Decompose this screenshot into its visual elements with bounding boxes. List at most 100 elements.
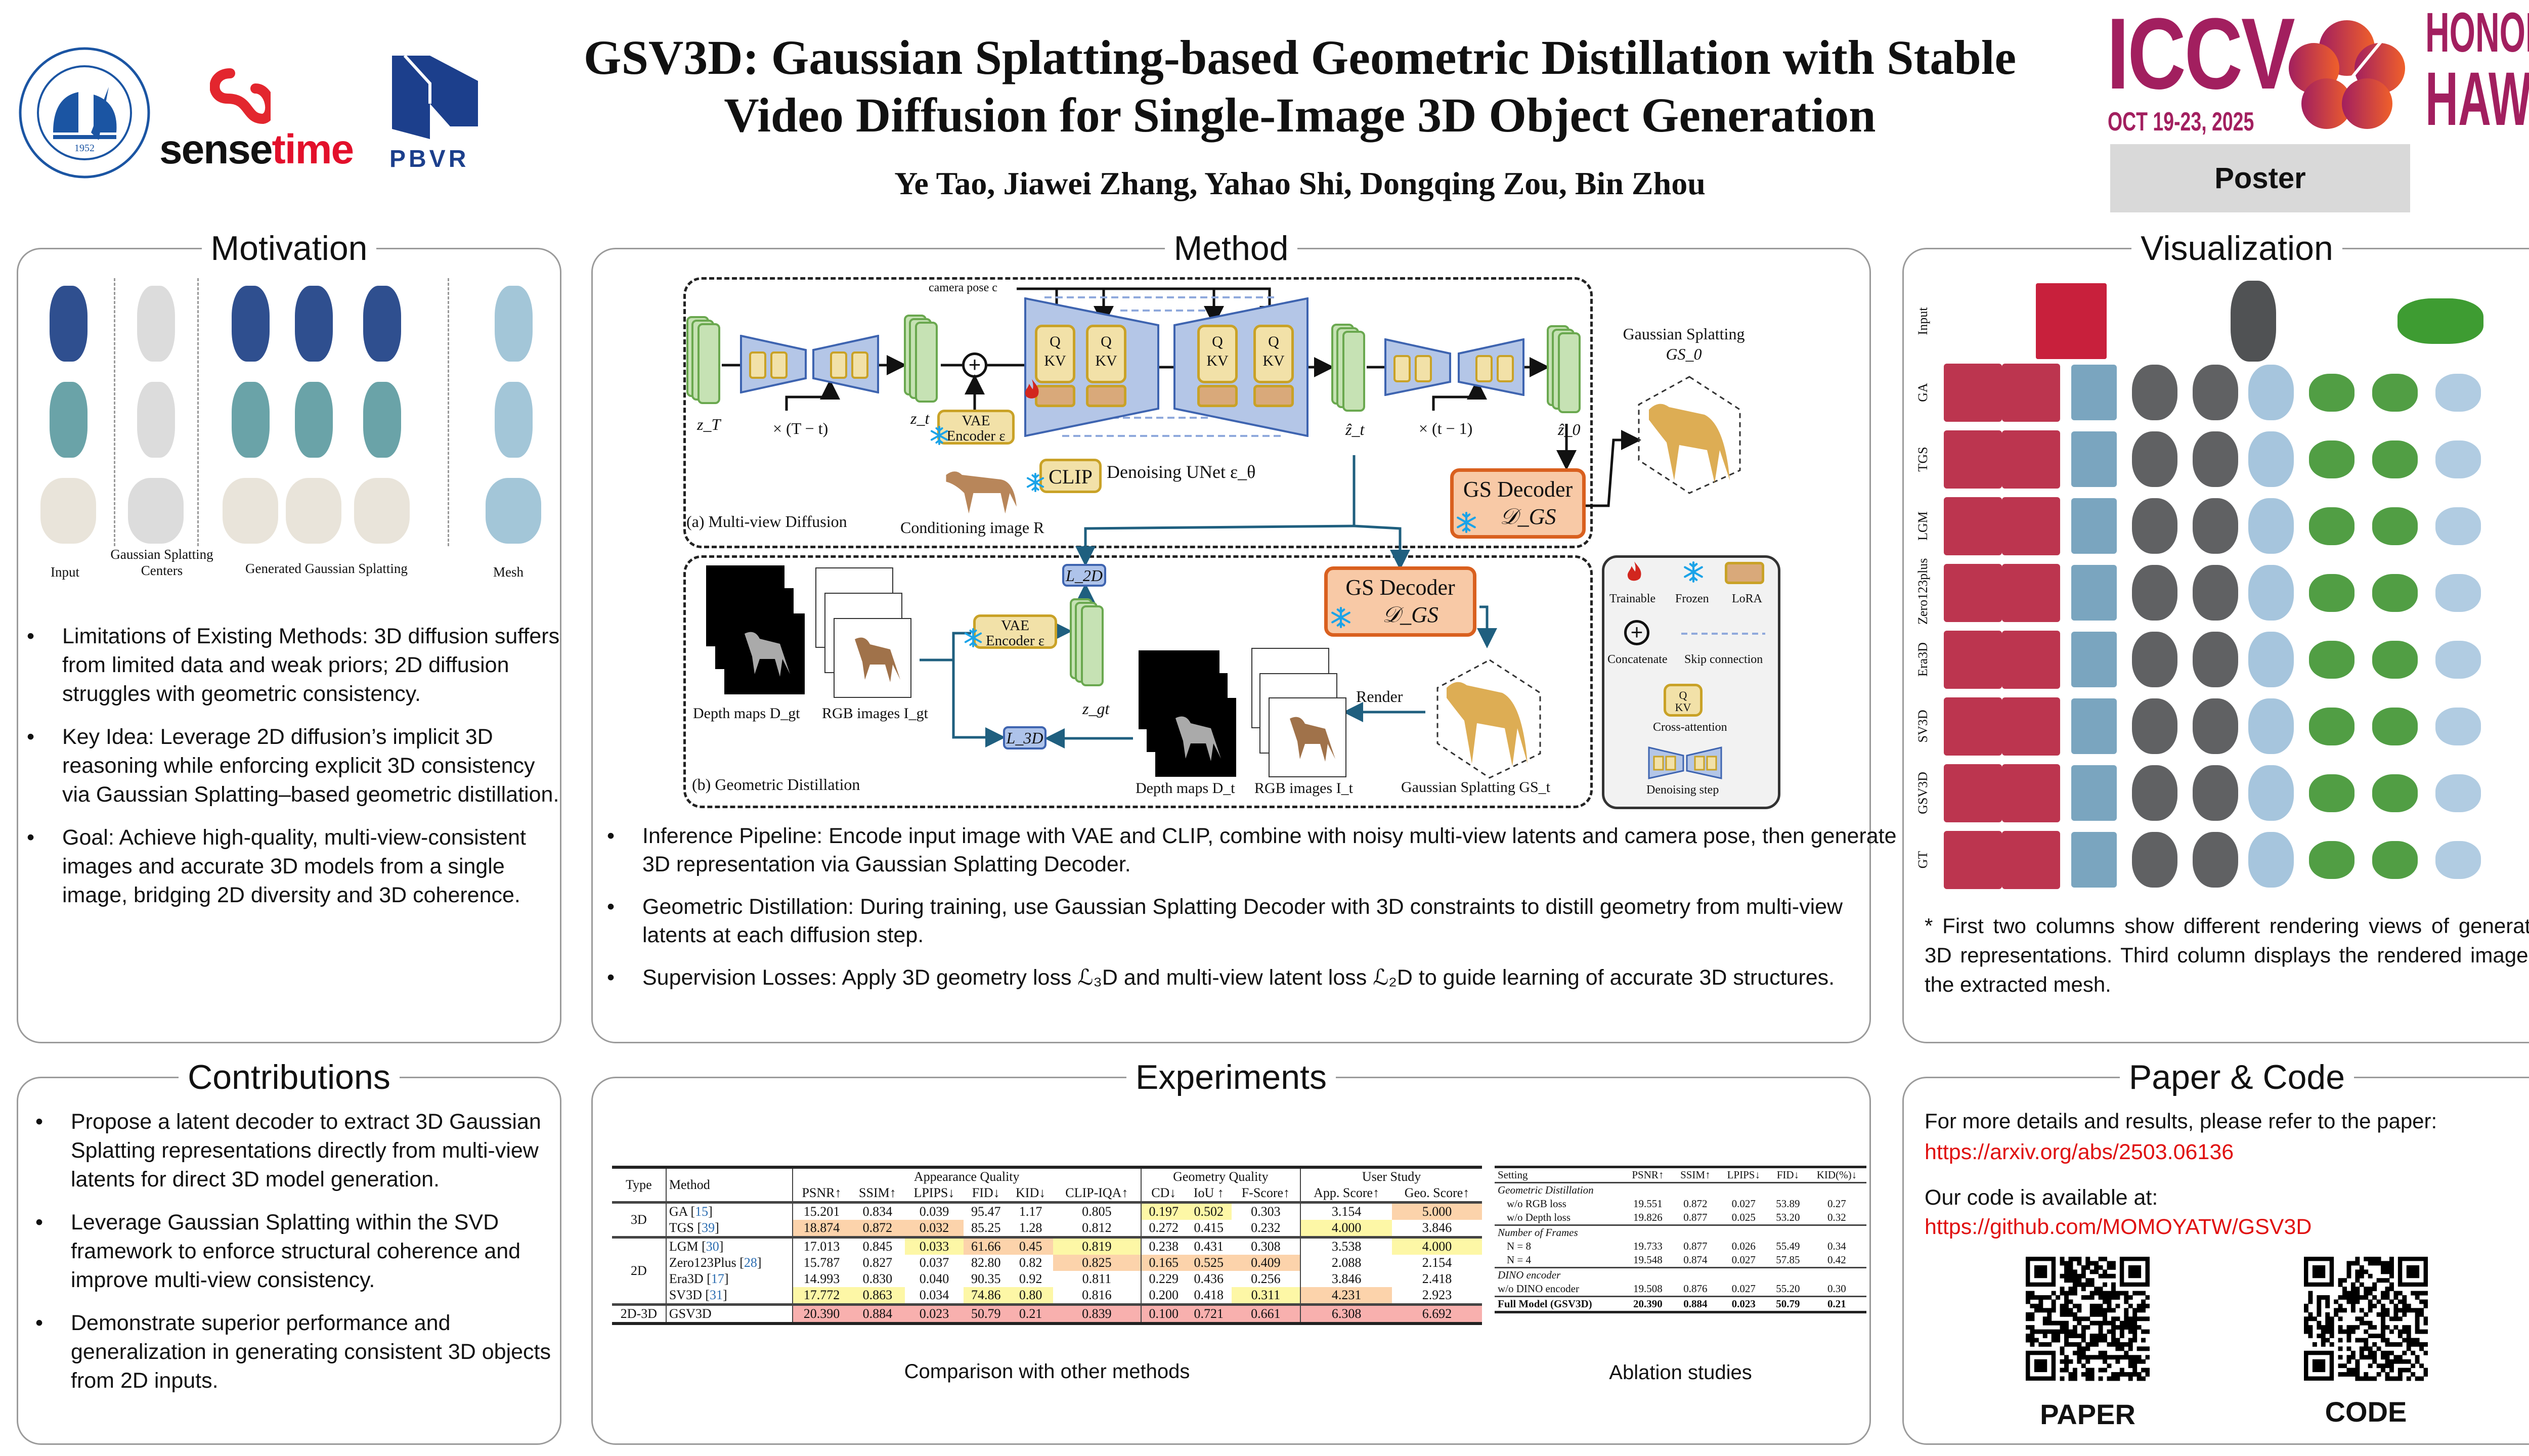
contribution-bullet: Demonstrate superior performance and gen…: [35, 1309, 569, 1395]
value-cell: 0.805: [1053, 1201, 1141, 1220]
citation-ref: 30: [706, 1239, 719, 1254]
result-image: [2001, 430, 2060, 489]
column-header: Geo. Score↑: [1404, 1185, 1470, 1200]
result-image: [2309, 841, 2354, 879]
row-label: Zero123plus: [1915, 558, 1930, 625]
code-link[interactable]: https://github.com/MOMOYATW/GSV3D: [1925, 1215, 2312, 1239]
value-cell: 0.238: [1140, 1236, 1186, 1255]
q-label: Q: [1101, 333, 1112, 350]
paper-code-panel: Paper & Code: [1902, 1058, 2529, 1445]
value-cell: 0.839: [1053, 1303, 1141, 1323]
value-cell: 0.872: [1683, 1198, 1708, 1210]
zhat-0-label: ẑ_0: [1558, 420, 1581, 438]
clip-label: CLIP: [1049, 465, 1093, 488]
ref-bracket: ]: [724, 1271, 729, 1286]
ref-bracket: [: [698, 1239, 706, 1254]
method-name: SV3D: [669, 1288, 702, 1302]
value-cell: 19.551: [1633, 1198, 1663, 1210]
sensetime-time: time: [272, 126, 355, 172]
result-image: [2372, 507, 2418, 545]
motivation-title: Motivation: [201, 229, 377, 268]
legend-concatenate: Concatenate: [1607, 653, 1668, 666]
method-cell: TGS [39]: [665, 1220, 793, 1238]
value-cell: 0.023: [904, 1303, 964, 1323]
result-image: [2309, 573, 2354, 612]
code-qr-label: CODE: [2325, 1396, 2407, 1428]
ablation-section-row: Number of Frames: [1495, 1224, 1866, 1240]
kv-label: KV: [1044, 352, 1066, 369]
result-image: [2132, 431, 2177, 487]
result-image: [2001, 497, 2060, 555]
authors: Ye Tao, Jiawei Zhang, Yahao Shi, Dongqin…: [894, 165, 1706, 201]
result-image: [2248, 632, 2294, 687]
value-cell: 0.884: [1672, 1296, 1719, 1312]
value-cell: 0.827: [862, 1255, 893, 1270]
object-image: [231, 382, 270, 458]
result-image: [1943, 363, 2002, 422]
value-cell: 0.845: [850, 1236, 905, 1255]
legend-trainable: Trainable: [1609, 592, 1656, 605]
row-label: Input: [1915, 307, 1930, 335]
value-cell: 3.154: [1300, 1201, 1392, 1220]
result-image: [2193, 565, 2238, 621]
lora-block: [1253, 385, 1294, 407]
legend-frozen: Frozen: [1675, 592, 1709, 605]
ablation-section-row: DINO encoder: [1495, 1267, 1866, 1282]
d-gs-label: 𝒟_GS: [1500, 504, 1556, 529]
legend-skip: Skip connection: [1684, 653, 1763, 666]
code-text: Our code is available at:: [1925, 1185, 2158, 1210]
row-label: GT: [1915, 851, 1930, 869]
value-cell: 3.538: [1300, 1236, 1392, 1255]
result-image: [2435, 774, 2481, 812]
result-image: [2193, 498, 2238, 554]
motivation-panel: Motivation: [17, 229, 561, 1043]
poster-title-line1: GSV3D: Gaussian Splatting-based Geometri…: [583, 30, 2017, 84]
citation-ref: 31: [710, 1288, 723, 1302]
method-name: GA: [669, 1204, 687, 1219]
part-a-label: (a) Multi-view Diffusion: [686, 512, 847, 531]
value-cell: 0.82: [1019, 1255, 1042, 1270]
result-image: [2071, 832, 2117, 888]
result-image: [2193, 431, 2238, 487]
value-cell: 20.390: [792, 1303, 851, 1323]
vae-label: VAE: [1001, 617, 1029, 634]
column-header: SSIM↑: [859, 1185, 896, 1200]
value-cell: 50.79: [964, 1303, 1009, 1323]
value-cell: 0.272: [1140, 1220, 1186, 1238]
encoder-label: Encoder ε: [985, 633, 1045, 649]
column-header: CD↓: [1140, 1185, 1186, 1203]
row-label: SV3D: [1915, 710, 1930, 743]
type-cell: 2D-3D: [612, 1303, 666, 1323]
result-image: [2001, 563, 2060, 622]
poster-badge-label: Poster: [2214, 162, 2306, 195]
latent-stack-zt: [904, 315, 941, 403]
value-cell: 1.17: [1008, 1201, 1054, 1220]
object-image: [486, 478, 541, 544]
value-cell: 0.32: [1827, 1211, 1846, 1223]
setting-cell: Full Model (GSV3D): [1495, 1296, 1624, 1312]
paper-qr-code[interactable]: [2026, 1257, 2150, 1383]
value-cell: 0.872: [850, 1220, 905, 1238]
value-cell: 17.013: [792, 1236, 851, 1255]
render-label: Render: [1356, 687, 1403, 705]
value-cell: 0.884: [850, 1303, 905, 1323]
lora-block: [1197, 385, 1238, 407]
paper-link[interactable]: https://arxiv.org/abs/2503.06136: [1925, 1140, 2234, 1164]
result-image: [2132, 565, 2177, 621]
value-cell: 0.877: [1683, 1240, 1708, 1252]
loss-2d-label: L_2D: [1066, 566, 1103, 585]
motivation-bullet: Goal: Achieve high-quality, multi-view-c…: [27, 823, 568, 910]
q-label: Q: [1679, 689, 1687, 701]
rgb-t-label: RGB images I_t: [1254, 780, 1353, 797]
object-image: [231, 286, 270, 362]
code-qr-code[interactable]: [2304, 1257, 2428, 1383]
value-cell: 0.816: [1082, 1288, 1112, 1302]
result-image: [2309, 707, 2354, 745]
result-image: [2001, 363, 2060, 422]
value-cell: 61.66: [964, 1236, 1009, 1255]
